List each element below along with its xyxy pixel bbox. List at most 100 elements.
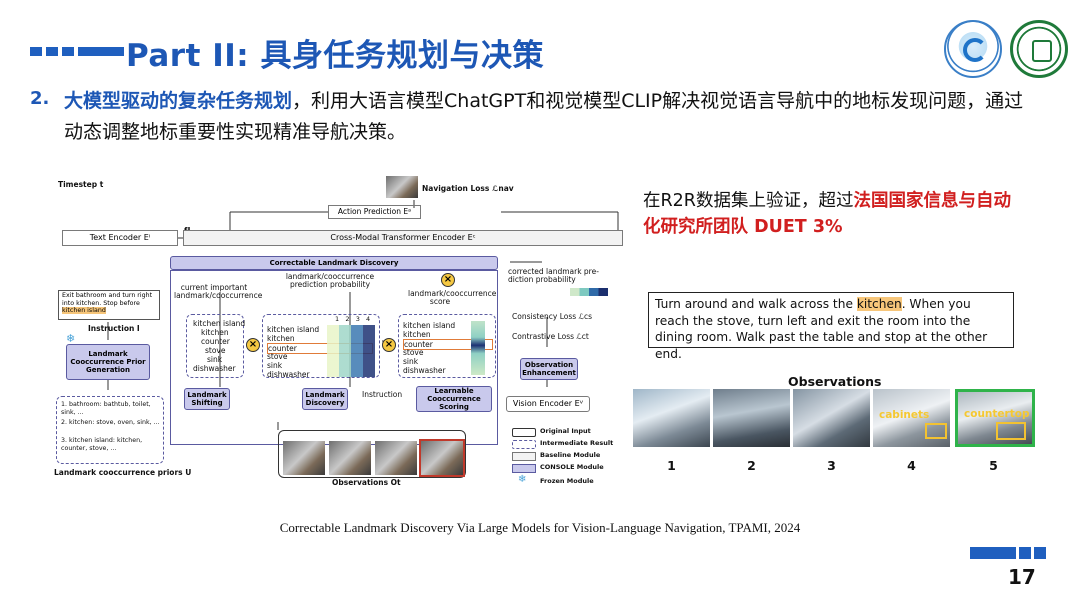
obs-thumb-selected xyxy=(419,439,465,477)
corrected-label: corrected landmark pre-diction probabili… xyxy=(508,267,599,284)
consistency-label: Consistency Loss ℒcs xyxy=(512,312,592,321)
countertop-label: countertop xyxy=(964,408,1030,420)
score-item: kitchen xyxy=(403,330,431,339)
citation: Correctable Landmark Discovery Via Large… xyxy=(279,520,801,535)
bullet-body: ，利用大语言模型ChatGPT和视觉模型CLIP解决视觉语言导航中的地标发现问题… xyxy=(64,90,1024,143)
obs-thumb xyxy=(329,441,371,475)
action-image xyxy=(386,176,418,198)
instruction-input: Exit bathroom and turn right into kitche… xyxy=(58,290,160,320)
observation-image-2 xyxy=(713,389,790,447)
cabinets-label: cabinets xyxy=(879,409,930,421)
cross-modal-box: Cross-Modal Transformer Encoder Eᶜ xyxy=(183,230,623,246)
instruction-mid-label: Instruction xyxy=(362,390,403,399)
obs-number: 4 xyxy=(907,458,916,473)
timestep-label: Timestep t xyxy=(58,180,104,189)
page-number: 17 xyxy=(1008,565,1036,589)
multiply-top-icon: × xyxy=(441,273,455,287)
heatmap xyxy=(327,325,375,377)
bullet-number: 2. xyxy=(30,88,50,109)
observations-label: Observations Ot xyxy=(332,478,401,487)
obs-thumb xyxy=(283,441,325,475)
nav-loss-label: Navigation Loss ℒnav xyxy=(422,184,514,193)
page-decor-bars xyxy=(970,547,1046,559)
obs-number: 5 xyxy=(989,458,998,473)
matrix-row: kitchen xyxy=(267,334,295,343)
text-encoder-box: Text Encoder Eᴵ xyxy=(62,230,178,246)
r2r-text: 在R2R数据集上验证，超过 xyxy=(643,191,854,211)
lab-logo xyxy=(944,20,1002,78)
list1-item: counter xyxy=(201,337,230,346)
list1-item: kitchen island xyxy=(193,319,246,328)
title-decor-bars xyxy=(30,47,124,56)
legend-item: Baseline Module xyxy=(540,451,601,459)
matrix-row: stove xyxy=(267,352,288,361)
observation-image-5: countertop xyxy=(955,389,1035,447)
list1-item: kitchen xyxy=(201,328,229,337)
obs-number: 2 xyxy=(747,458,756,473)
instruction-input-text: Exit bathroom and turn right into kitche… xyxy=(62,292,153,307)
prior-item: 2. kitchen: stove, oven, sink, ... xyxy=(61,419,160,426)
matrix-row: dishwasher xyxy=(267,370,310,379)
contrastive-label: Contrastive Loss ℒct xyxy=(512,332,589,341)
score-item: kitchen island xyxy=(403,321,456,330)
cld-title: Correctable Landmark Discovery xyxy=(170,256,498,270)
instr-before: Turn around and walk across the xyxy=(655,297,857,311)
prediction-matrix: 1 2 3 4 kitchen island kitchen counter s… xyxy=(262,314,380,379)
obs-number: 3 xyxy=(827,458,836,473)
matrix-row: kitchen island xyxy=(267,325,320,334)
matrix-cols: 1 2 3 4 xyxy=(335,315,371,323)
score-bar xyxy=(471,321,485,375)
learnable-scoring-box: Learnable Cooccurrence Scoring xyxy=(416,386,492,412)
score-item: dishwasher xyxy=(403,366,446,375)
current-important-label: current important landmark/cooccurrence xyxy=(174,283,263,300)
cabinets-box xyxy=(925,423,947,439)
countertop-box xyxy=(996,422,1026,440)
legend-item: Original Input xyxy=(540,427,591,435)
list1-item: sink xyxy=(207,355,223,364)
multiply-left-icon: × xyxy=(246,338,260,352)
prior-generation-box: Landmark Cooccurrence Prior Generation xyxy=(66,344,150,380)
instruction-example: Turn around and walk across the kitchen.… xyxy=(648,292,1014,361)
instr-after: . When you reach the stove, turn left an… xyxy=(655,297,988,361)
landmark-discovery-box: Landmark Discovery xyxy=(302,388,348,410)
observations-strip xyxy=(278,430,466,478)
r2r-result-text: 在R2R数据集上验证，超过法国国家信息与自动化研究所团队 DUET 3% xyxy=(643,188,1023,240)
prior-item: 3. kitchen island: kitchen, counter, sto… xyxy=(61,437,143,452)
vision-encoder-box: Vision Encoder Eⱽ xyxy=(506,396,590,412)
score-list: kitchen island kitchen counter stove sin… xyxy=(398,314,496,378)
legend-item: Frozen Module xyxy=(540,477,594,485)
score-item: sink xyxy=(403,357,419,366)
score-item: stove xyxy=(403,348,424,357)
observation-enhancement-box: Observation Enhancement xyxy=(520,358,578,380)
r2r-red-text: 法国国家信息与自动化研究所团队 DUET 3% xyxy=(643,191,1011,237)
bullet-highlight: 大模型驱动的复杂任务规划 xyxy=(64,90,293,112)
score-item-highlight: counter xyxy=(403,339,493,350)
list1-item: stove xyxy=(205,346,226,355)
university-seal xyxy=(1010,20,1068,78)
corrected-prob-bar xyxy=(570,288,608,296)
architecture-figure: Timestep t Navigation Loss ℒnav Action P… xyxy=(50,172,625,490)
matrix-row: sink xyxy=(267,361,283,370)
instr-keyword: kitchen xyxy=(856,297,902,311)
score-label: landmark/cooccurrence score xyxy=(408,289,497,306)
legend-item: CONSOLE Module xyxy=(540,463,604,471)
action-prediction-box: Action Prediction Eᵃ xyxy=(328,205,421,219)
slide-title: Part II: 具身任务规划与决策 xyxy=(126,38,544,74)
observations-title: Observations xyxy=(788,374,882,389)
frozen-icon-1: ❄ xyxy=(66,332,76,345)
bullet-text: 大模型驱动的复杂任务规划，利用大语言模型ChatGPT和视觉模型CLIP解决视觉… xyxy=(64,86,1024,148)
observation-image-3 xyxy=(793,389,870,447)
list1-item: dishwasher xyxy=(193,364,236,373)
landmark-shifting-box: Landmark Shifting xyxy=(184,388,230,410)
priors-label: Landmark cooccurrence priors U xyxy=(54,468,192,477)
cooc-pred-label: landmark/cooccurrence prediction probabi… xyxy=(285,272,375,289)
instruction-input-keyword: kitchen island xyxy=(62,307,106,315)
prior-item: 1. bathroom: bathtub, toilet, sink, ... xyxy=(61,401,151,416)
observation-image-1 xyxy=(633,389,710,447)
instruction-label: Instruction I xyxy=(88,324,140,333)
obs-thumb xyxy=(375,441,417,475)
landmark-list-1: kitchen island kitchen counter stove sin… xyxy=(186,314,246,378)
observation-image-4: cabinets xyxy=(873,389,950,447)
multiply-mid-icon: × xyxy=(382,338,396,352)
obs-number: 1 xyxy=(667,458,676,473)
